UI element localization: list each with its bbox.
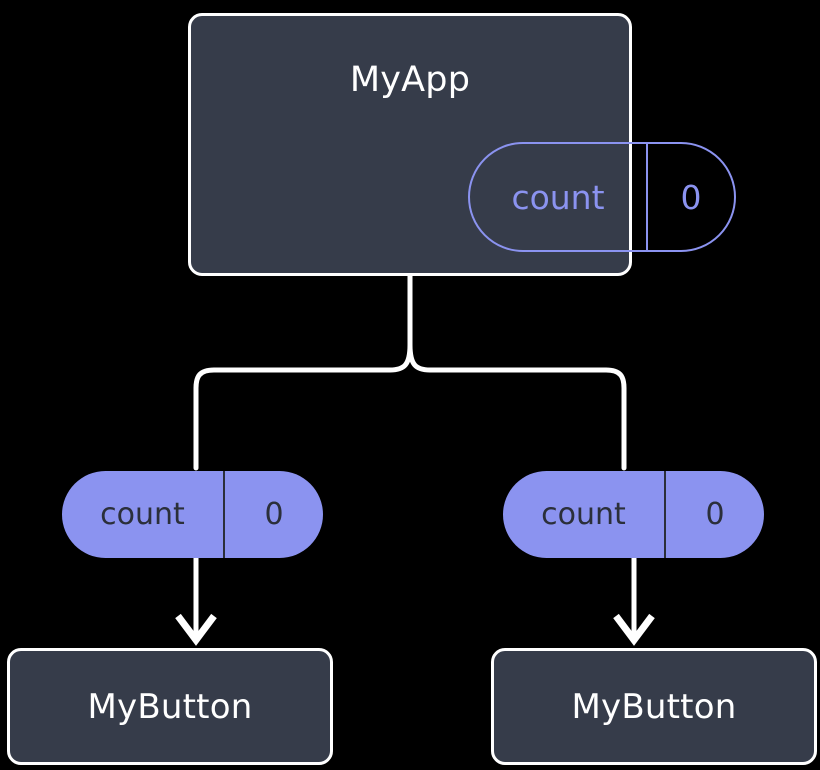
prop-key-right: count: [503, 471, 666, 558]
component-node-mybutton-right[interactable]: MyButton: [491, 648, 817, 765]
component-node-mybutton-left[interactable]: MyButton: [7, 648, 333, 765]
prop-value-right: 0: [705, 496, 725, 532]
state-value-myapp: 0: [680, 177, 702, 217]
right-prop-arrow-head: [613, 613, 655, 646]
right-branch-wire: [407, 342, 627, 471]
left-branch-wire: [193, 342, 413, 471]
component-label-mybutton-right: MyButton: [571, 686, 737, 727]
prop-value-left: 0: [264, 496, 284, 532]
state-key-myapp: count: [470, 144, 648, 250]
left-prop-arrow-head: [175, 613, 217, 646]
component-label-myapp: MyApp: [349, 60, 471, 100]
component-node-myapp[interactable]: MyApp count 0: [188, 13, 736, 276]
state-pill-myapp[interactable]: count 0: [468, 142, 736, 252]
prop-pill-left[interactable]: count 0: [62, 471, 323, 558]
prop-key-left: count: [62, 471, 225, 558]
prop-pill-right[interactable]: count 0: [503, 471, 764, 558]
component-label-mybutton-left: MyButton: [87, 686, 253, 727]
